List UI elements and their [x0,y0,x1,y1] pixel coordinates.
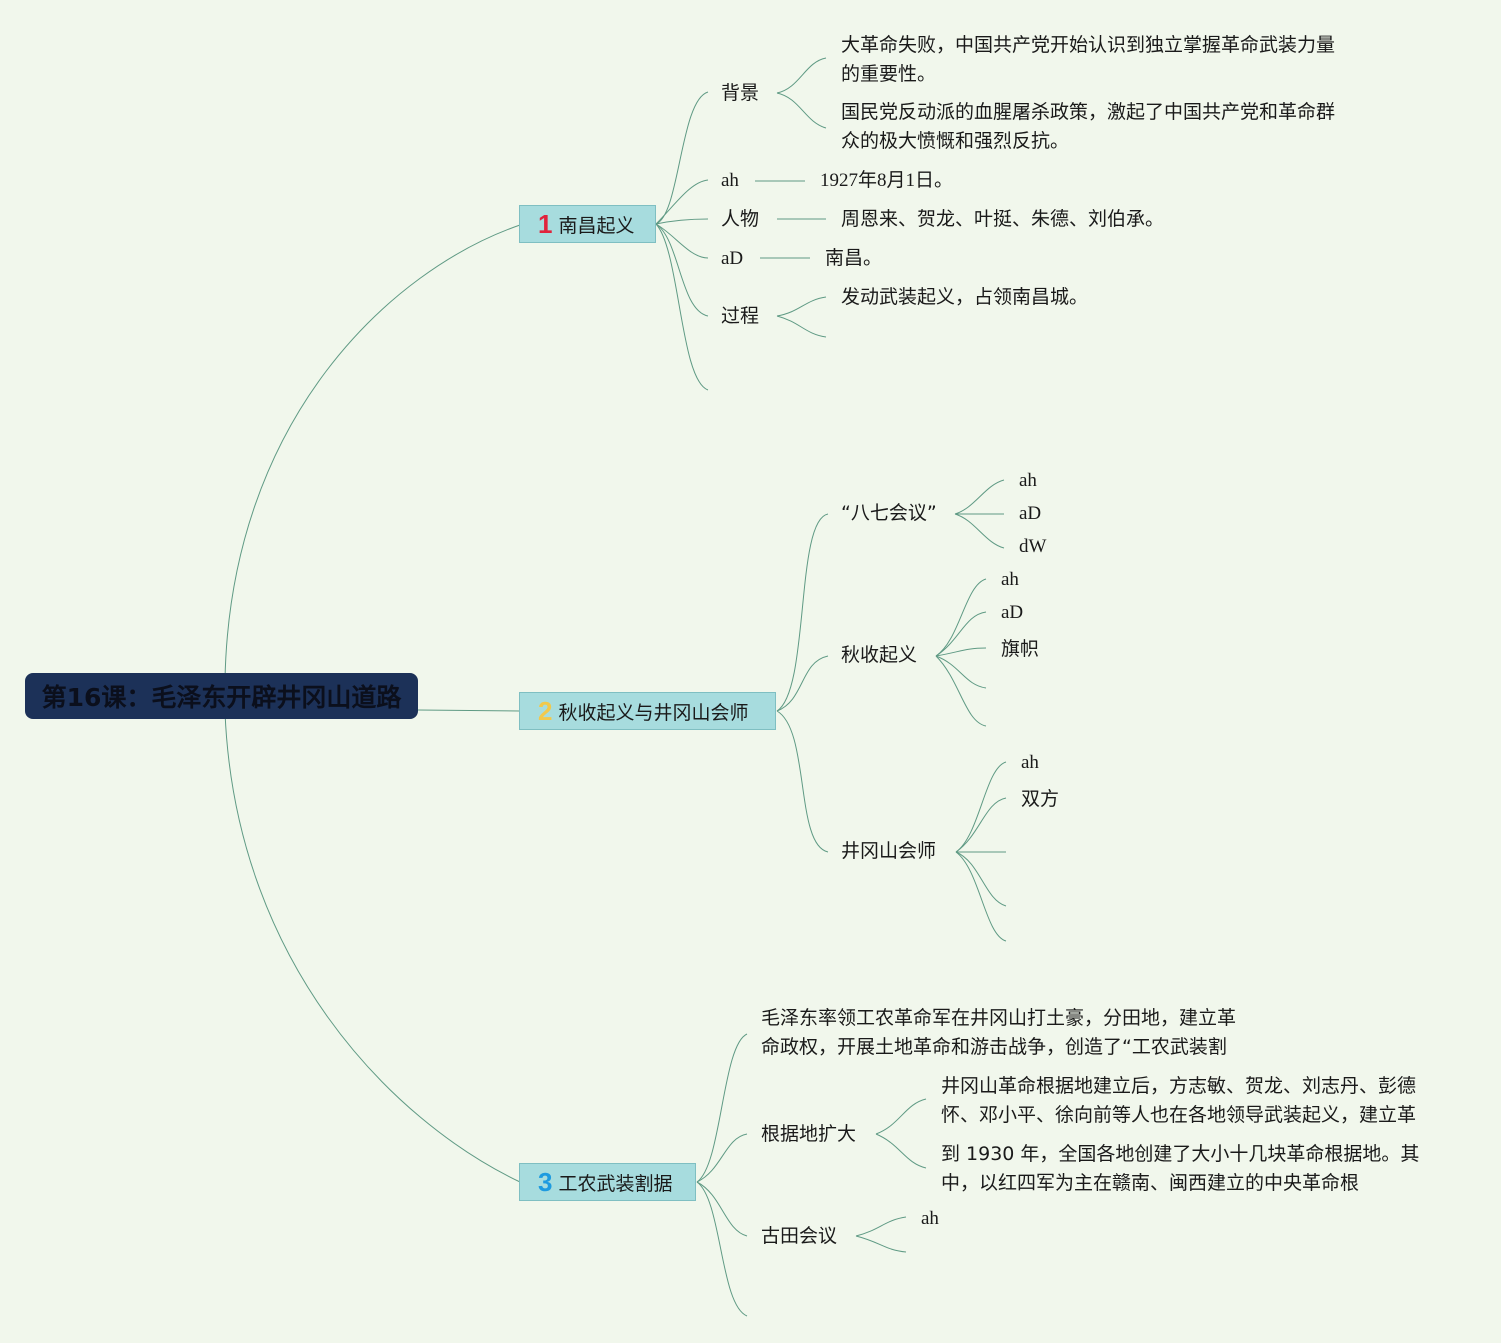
node-gutian-meeting[interactable]: 古田会议 [761,1225,838,1247]
connector-t1-people [655,218,709,225]
connector-beijing-b [776,92,827,129]
connector-t1-beijing [655,91,709,225]
connector-t3-expand [696,1133,748,1183]
connector-t2-jgshs [776,710,829,853]
connector-t1-process [655,223,709,317]
node-process[interactable]: 过程 [721,305,760,327]
connector-t3-extra [696,1181,748,1317]
connector-qsqy-a [935,578,987,657]
connector-beijing-a [776,57,827,94]
node-expand-item-1-line-2[interactable]: 怀、邓小平、徐向前等人也在各地领导武装起义，建立革 [941,1104,1417,1126]
node-expand-item-1-line-1[interactable]: 井冈山革命根据地建立后，方志敏、贺龙、刘志丹、彭德 [941,1075,1417,1097]
connector-qsqy-e [935,655,987,727]
connector-qsqy-c [935,647,987,657]
connector-t1-place [655,223,709,259]
connector-qsqy-b [935,611,987,657]
connector-process-a [776,296,827,317]
node-place-value[interactable]: 南昌。 [825,247,883,269]
connector-root-topic3 [224,711,521,1183]
node-time[interactable]: ah [721,170,739,191]
node-gutian-item-1[interactable]: ah [921,1208,939,1229]
connector-jgshs-e [955,851,1007,942]
connector-t1-time [655,179,709,225]
node-expand-item-2-line-1[interactable]: 到 1930 年，全国各地创建了大小十几块革命根据地。其 [941,1143,1420,1165]
topic-number: 3 [538,1166,553,1197]
connector-process-b [776,315,827,338]
topic-label: 工农武装割据 [558,1172,673,1195]
connector-t3-gutian [696,1181,748,1237]
node-people-value[interactable]: 周恩来、贺龙、叶挺、朱德、刘伯承。 [841,208,1165,230]
topic-armed-independent-regime[interactable]: 3 工农武装割据 [519,1163,696,1201]
connector-bqhy-c [954,513,1005,549]
node-base-expansion[interactable]: 根据地扩大 [761,1123,857,1145]
topic-nanchang-uprising[interactable]: 1 南昌起义 [519,205,656,243]
root-title: 第16课：毛泽东开辟井冈山道路 [41,683,402,712]
node-baqi-meeting[interactable]: “八七会议” [841,502,937,524]
connector-t1-extra [655,223,709,391]
connector-qsqy-d [935,655,987,689]
node-summary-line-1[interactable]: 毛泽东率领工农革命军在井冈山打土豪，分田地，建立革 [761,1007,1237,1029]
connector-expand-a [875,1098,927,1135]
connector-root-topic1 [224,224,521,681]
topic-number: 2 [538,695,553,726]
topic-label: 秋收起义与井冈山会师 [558,701,749,724]
connector-jgshs-a [955,761,1007,853]
topic-autumn-harvest-and-jinggangshan[interactable]: 2 秋收起义与井冈山会师 [519,692,776,730]
node-people[interactable]: 人物 [721,208,760,230]
node-baqi-item-3[interactable]: dW [1019,536,1047,557]
connector-t2-bqhy [776,513,829,712]
connector-gutian-a [855,1216,907,1237]
node-process-item-1[interactable]: 发动武装起义，占领南昌城。 [841,286,1089,308]
topic-number: 1 [538,208,553,239]
node-autumn-harvest[interactable]: 秋收起义 [841,644,918,666]
connector-jgshs-d [955,851,1007,907]
node-time-value[interactable]: 1927年8月1日。 [820,170,954,191]
node-autumn-item-2[interactable]: aD [1001,602,1024,623]
connector-t2-qsqy [776,655,829,712]
connector-expand-b [875,1133,927,1169]
root-topic[interactable]: 第16课：毛泽东开辟井冈山道路 [25,673,418,719]
connector-t3-summary [696,1033,748,1183]
node-baqi-item-2[interactable]: aD [1019,503,1042,524]
node-baqi-item-1[interactable]: ah [1019,470,1037,491]
connector-bqhy-a [954,479,1005,515]
node-place[interactable]: aD [721,248,744,269]
node-background-item-1[interactable]: 大革命失败，中国共产党开始认识到独立掌握革命武装力量的重要性。 [841,34,1336,85]
topic-label: 南昌起义 [558,214,635,237]
connector-root-topic2 [417,709,521,712]
node-summary-line-2[interactable]: 命政权，开展土地革命和游击战争，创造了“工农武装割 [761,1036,1227,1058]
node-autumn-item-1[interactable]: ah [1001,569,1019,590]
connector-jgshs-b [955,797,1007,853]
node-autumn-item-3[interactable]: 旗帜 [1001,638,1040,660]
node-jgs-item-2[interactable]: 双方 [1021,788,1060,810]
node-background[interactable]: 背景 [721,82,760,104]
node-expand-item-2-line-2[interactable]: 中，以红四军为主在赣南、闽西建立的中央革命根 [941,1172,1360,1194]
node-background-item-2[interactable]: 国民党反动派的血腥屠杀政策，激起了中国共产党和革命群众的极大愤慨和强烈反抗。 [841,101,1336,152]
node-jinggangshan-meeting[interactable]: 井冈山会师 [841,840,937,862]
connector-gutian-b [855,1235,907,1253]
node-jgs-item-1[interactable]: ah [1021,752,1039,773]
